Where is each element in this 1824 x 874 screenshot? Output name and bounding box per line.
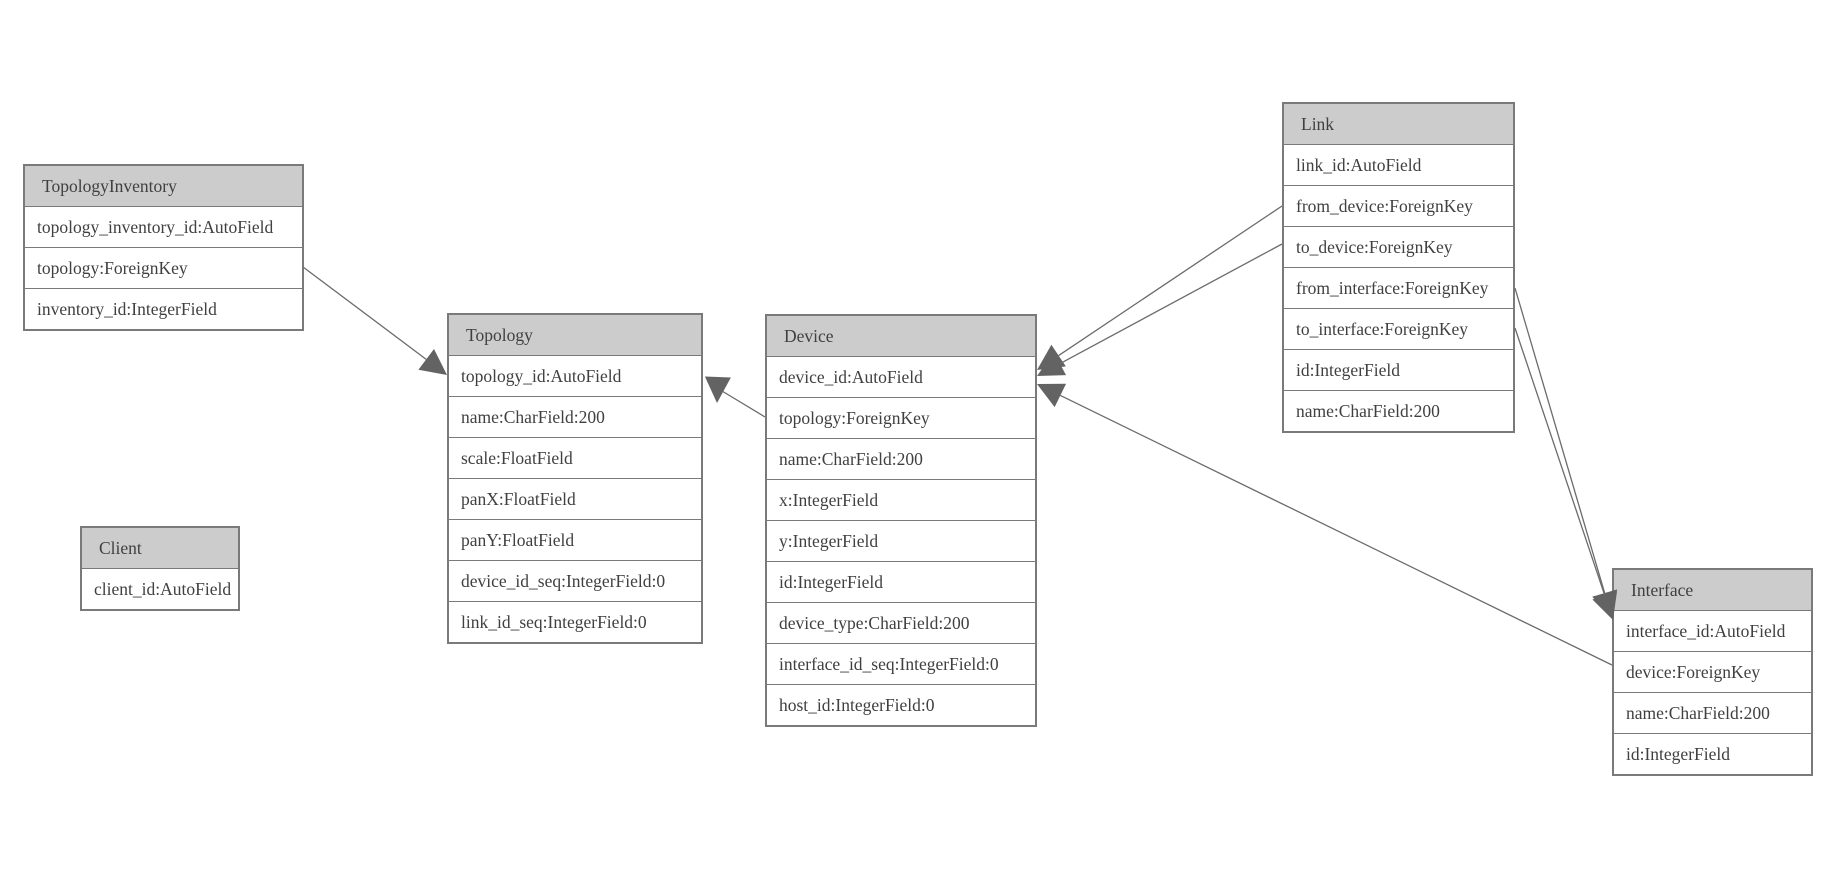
edge-topology-inventory-topology-to-topology-line [302, 266, 427, 360]
entity-device-field-row: host_id:IntegerField:0 [767, 685, 1035, 725]
entity-topology-title: Topology [449, 315, 701, 356]
edge-link-from-device-to-device-line [1058, 205, 1283, 357]
edge-link-to-interface-to-interface-line [1514, 327, 1606, 596]
entity-link-title: Link [1284, 104, 1513, 145]
edge-link-to-device-to-device [1037, 243, 1283, 376]
edge-device-topology-to-topology [704, 376, 766, 418]
entity-topology-inventory-field-row: topology_inventory_id:AutoField [25, 207, 302, 248]
edge-link-to-device-to-device-line [1059, 243, 1283, 365]
edge-topology-inventory-topology-to-topology-arrowhead-icon [418, 349, 447, 375]
edge-interface-device-to-device-line [1060, 394, 1613, 666]
entity-interface-field-row: name:CharField:200 [1614, 693, 1811, 734]
entity-device-field-row: device_id:AutoField [767, 357, 1035, 398]
entity-topology-inventory-field-row: inventory_id:IntegerField [25, 289, 302, 329]
edge-link-to-interface-to-interface [1514, 327, 1618, 620]
edge-interface-device-to-device-arrowhead-icon [1037, 383, 1067, 408]
entity-device-field-row: interface_id_seq:IntegerField:0 [767, 644, 1035, 685]
edge-link-from-interface-to-interface [1514, 287, 1618, 618]
entity-link-field-row: id:IntegerField [1284, 350, 1513, 391]
entity-interface-field-row: device:ForeignKey [1614, 652, 1811, 693]
entity-client-field-row: client_id:AutoField [82, 569, 238, 609]
entity-device-field-row: device_type:CharField:200 [767, 603, 1035, 644]
entity-device-title: Device [767, 316, 1035, 357]
entity-topology-inventory-field-row: topology:ForeignKey [25, 248, 302, 289]
entity-link-field-row: link_id:AutoField [1284, 145, 1513, 186]
edge-device-topology-to-topology-arrowhead-icon [704, 376, 731, 403]
entity-topology-field-row: name:CharField:200 [449, 397, 701, 438]
entity-interface-field-row: interface_id:AutoField [1614, 611, 1811, 652]
entity-topology-field-row: topology_id:AutoField [449, 356, 701, 397]
entity-link-field-row: to_interface:ForeignKey [1284, 309, 1513, 350]
entity-link-field-row: from_interface:ForeignKey [1284, 268, 1513, 309]
entity-device-field-row: id:IntegerField [767, 562, 1035, 603]
entity-topology-inventory-title: TopologyInventory [25, 166, 302, 207]
edge-link-from-device-to-device-arrowhead-icon [1037, 344, 1066, 370]
entity-topology-field-row: panY:FloatField [449, 520, 701, 561]
entity-topology-field-row: device_id_seq:IntegerField:0 [449, 561, 701, 602]
edge-device-topology-to-topology-line [721, 390, 766, 418]
edge-link-to-device-to-device-arrowhead-icon [1037, 352, 1067, 376]
edge-topology-inventory-topology-to-topology [302, 266, 447, 375]
entity-interface-title: Interface [1614, 570, 1811, 611]
entity-device-field-row: topology:ForeignKey [767, 398, 1035, 439]
entity-topology-field-row: link_id_seq:IntegerField:0 [449, 602, 701, 642]
entity-client-title: Client [82, 528, 238, 569]
entity-link-field-row: from_device:ForeignKey [1284, 186, 1513, 227]
edge-link-from-device-to-device [1037, 205, 1283, 370]
entity-link-field-row: name:CharField:200 [1284, 391, 1513, 431]
entity-device-field-row: x:IntegerField [767, 480, 1035, 521]
entity-link-field-row: to_device:ForeignKey [1284, 227, 1513, 268]
entity-topology-field-row: panX:FloatField [449, 479, 701, 520]
entity-device-field-row: name:CharField:200 [767, 439, 1035, 480]
entity-device-field-row: y:IntegerField [767, 521, 1035, 562]
edge-link-from-interface-to-interface-line [1514, 287, 1606, 594]
entity-topology-field-row: scale:FloatField [449, 438, 701, 479]
entity-interface-field-row: id:IntegerField [1614, 734, 1811, 774]
